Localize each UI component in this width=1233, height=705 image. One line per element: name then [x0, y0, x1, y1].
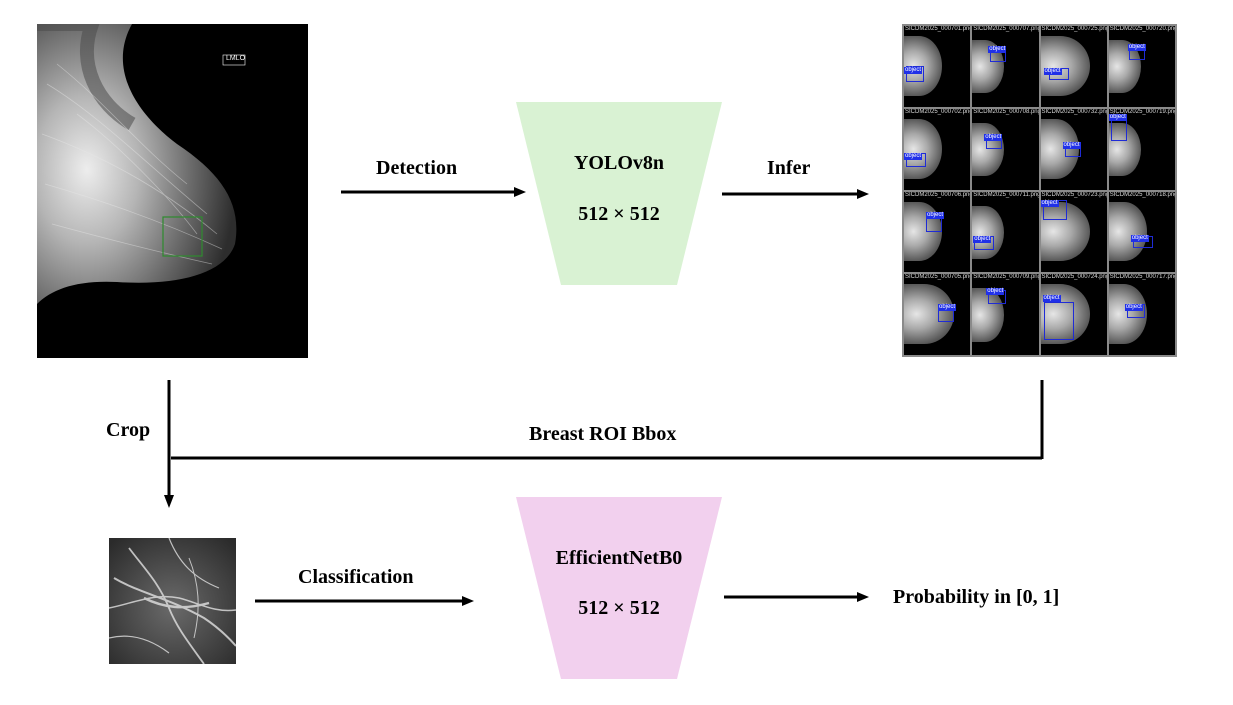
- detection-label: object: [938, 304, 957, 312]
- output-arrow: [724, 592, 869, 602]
- thumbnail-filename: SICDM2025_000701.png: [905, 26, 971, 32]
- detection-label: object: [984, 133, 1003, 141]
- detection-label: object: [904, 152, 923, 160]
- breast-thumbnail-image: [904, 284, 954, 344]
- yolo-name: YOLOv8n: [573, 152, 665, 174]
- thumbnail-filename: SICDM2025_000707.png: [973, 26, 1039, 32]
- infer-label: Infer: [767, 157, 811, 179]
- cropped-roi-patch: [109, 538, 236, 664]
- detection-label: object: [973, 235, 992, 243]
- breast-thumbnail-image: [1108, 122, 1141, 177]
- roi-bbox-label: Breast ROI Bbox: [529, 423, 677, 445]
- breast-thumbnail-image: [1108, 284, 1148, 344]
- crop-label: Crop: [106, 419, 151, 441]
- crop-connector: [164, 380, 1044, 508]
- effnet-trapezoid: [516, 497, 722, 679]
- detection-box: [906, 66, 924, 82]
- classification-label: Classification: [298, 566, 414, 588]
- thumbnail-filename: SICDM2025_000725.png: [1041, 26, 1107, 32]
- detection-arrow: [341, 187, 526, 197]
- detection-label: object: [1108, 113, 1127, 121]
- detection-label: object: [1130, 234, 1149, 242]
- thumbnail-filename: SICDM2025_000718.png: [1109, 191, 1175, 198]
- view-tag: LMLO: [226, 55, 246, 62]
- effnet-model-block: [516, 497, 722, 679]
- breast-thumbnail-image: [1040, 284, 1091, 344]
- thumbnail-filename: SICDM2025_000732.png: [1041, 108, 1107, 115]
- detection-label: object: [926, 211, 945, 219]
- roi-box: [162, 216, 203, 257]
- thumbnail-filename: SICDM2025_000723.png: [1041, 191, 1107, 198]
- detection-label: object: [904, 67, 923, 74]
- thumbnail-filename: SICDM2025_000709.png: [973, 274, 1039, 281]
- input-mammogram: [37, 24, 308, 358]
- yolo-size: 512 × 512: [578, 203, 660, 225]
- effnet-size: 512 × 512: [578, 597, 660, 619]
- detection-label: object: [1062, 141, 1081, 149]
- thumbnail-filename: SICDM2025_000705.png: [905, 274, 971, 281]
- detection-label: object: [1127, 44, 1146, 51]
- thumbnail-filename: SICDM2025_000717.png: [1109, 274, 1175, 281]
- detection-box: [1043, 302, 1074, 341]
- effnet-name: EfficientNetB0: [555, 547, 683, 569]
- detection-label: object: [986, 288, 1005, 296]
- detection-label: object: [1043, 68, 1062, 75]
- yolo-model-block: [516, 102, 722, 285]
- thumbnail-filename: SICDM2025_000711.png: [973, 191, 1039, 198]
- thumbnail-filename: SICDM2025_000724.png: [1041, 274, 1107, 281]
- breast-thumbnail-image: [1108, 201, 1148, 262]
- classification-arrow: [255, 596, 474, 606]
- breast-thumbnail-image: [972, 205, 1005, 259]
- detection-label: Detection: [376, 157, 458, 179]
- breast-thumbnail-image: [1040, 201, 1091, 262]
- thumbnail-filename: SICDM2025_000719.png: [1109, 108, 1175, 115]
- breast-thumbnail-image: [904, 118, 943, 179]
- output-probability-label: Probability in [0, 1]: [893, 586, 1060, 608]
- thumbnail-filename: SICDM2025_000708.png: [973, 108, 1039, 115]
- breast-thumbnail-image: [1040, 36, 1091, 96]
- thumbnail-filename: SICDM2025_000702.png: [905, 108, 971, 115]
- detection-label: object: [988, 46, 1007, 53]
- yolo-trapezoid: [516, 102, 722, 285]
- breast-thumbnail-image: [904, 36, 943, 96]
- detection-label: object: [1042, 295, 1061, 303]
- infer-arrow: [722, 189, 869, 199]
- breast-thumbnail-image: [972, 288, 1005, 342]
- thumbnail-filename: SICDM2025_000706.png: [905, 191, 971, 198]
- detection-label: object: [1124, 304, 1143, 312]
- detection-label: object: [1040, 199, 1059, 207]
- breast-thumbnail-image: [972, 122, 1005, 177]
- thumbnail-filename: SICDM2025_000720.png: [1109, 26, 1175, 32]
